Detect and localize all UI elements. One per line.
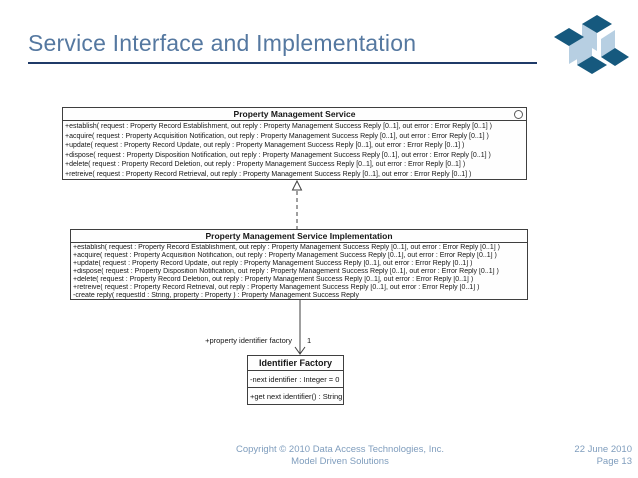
factory-operation: +get next identifier() : String <box>250 392 343 401</box>
operation: +establish( request : Property Record Es… <box>73 244 500 251</box>
class-title-implementation: Property Management Service Implementati… <box>71 230 527 243</box>
footer-copyright-line2: Model Driven Solutions <box>291 456 389 467</box>
realization-triangle-icon <box>291 179 303 191</box>
footer-page-number: Page 13 <box>596 456 632 467</box>
service-operations: +establish( request : Property Record Es… <box>63 121 526 179</box>
operation: +update( request : Property Record Updat… <box>73 260 473 267</box>
operation: +update( request : Property Record Updat… <box>65 142 465 149</box>
implementation-operations: +establish( request : Property Record Es… <box>71 243 527 300</box>
operation: +dispose( request : Property Disposition… <box>73 268 499 275</box>
operation: +acquire( request : Property Acquisition… <box>73 252 497 259</box>
class-title-service: Property Management Service <box>63 108 526 121</box>
association-arrow-icon <box>294 346 306 355</box>
uml-class-service: Property Management Service +establish( … <box>62 107 527 180</box>
operation: +establish( request : Property Record Es… <box>65 123 492 130</box>
operation: -create reply( requestId : String, prope… <box>73 292 359 299</box>
footer-date: 22 June 2010 <box>574 444 632 455</box>
page-title: Service Interface and Implementation <box>28 30 417 56</box>
uml-class-implementation: Property Management Service Implementati… <box>70 229 528 300</box>
operation: +dispose( request : Property Disposition… <box>65 151 491 159</box>
uml-class-identifier-factory: Identifier Factory -next identifier : In… <box>247 355 344 405</box>
operation: +delete( request : Property Record Delet… <box>73 276 474 283</box>
factory-attribute: -next identifier : Integer = 0 <box>248 371 343 388</box>
operation: +retreive( request : Property Record Ret… <box>73 284 480 291</box>
company-logo-icon <box>549 7 629 80</box>
footer-copyright-line1: Copyright © 2010 Data Access Technologie… <box>235 444 445 455</box>
operation: +delete( request : Property Record Delet… <box>65 161 466 168</box>
interface-circle-icon <box>514 110 523 119</box>
logo-svg <box>554 15 629 74</box>
operation: +acquire( request : Property Acquisition… <box>65 132 489 140</box>
class-title-service-label: Property Management Service <box>233 109 356 119</box>
operation: +retreive( request : Property Record Ret… <box>65 170 472 178</box>
association-multiplicity: 1 <box>307 336 312 345</box>
footer-date-page: 22 June 2010 Page 13 <box>574 444 632 468</box>
title-underline <box>28 62 537 64</box>
class-title-factory-label: Identifier Factory <box>258 358 332 368</box>
class-title-implementation-label: Property Management Service Implementati… <box>205 231 393 241</box>
class-title-factory: Identifier Factory <box>248 356 343 371</box>
footer-copyright: Copyright © 2010 Data Access Technologie… <box>170 444 510 468</box>
association-role-label: +property identifier factory <box>205 336 292 345</box>
